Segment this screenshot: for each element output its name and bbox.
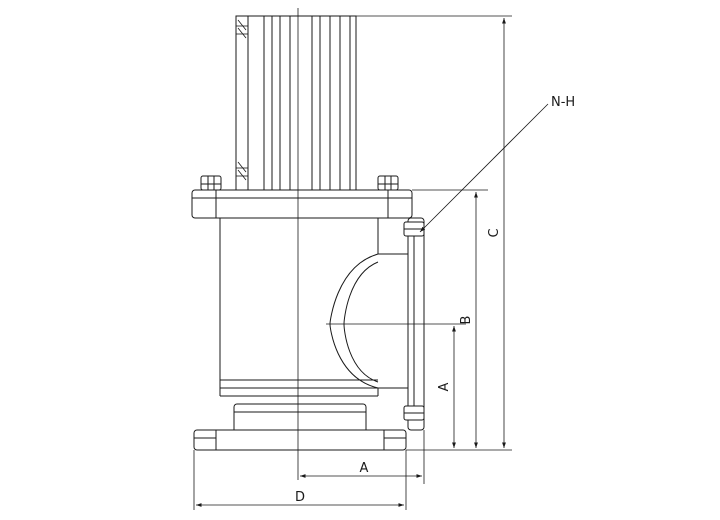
label-a-horizontal: A bbox=[360, 461, 369, 476]
extension-lines bbox=[193, 15, 512, 510]
bottom-flange bbox=[193, 429, 407, 451]
label-a-vertical: A bbox=[437, 382, 452, 391]
label-b: B bbox=[459, 316, 474, 325]
label-nh: N-H bbox=[551, 95, 575, 110]
bolt-right bbox=[377, 175, 399, 191]
bolt-left bbox=[200, 175, 222, 191]
label-c: C bbox=[487, 228, 502, 237]
actuator-cylinder bbox=[235, 15, 357, 191]
top-flange bbox=[191, 189, 413, 219]
nh-leader-line bbox=[419, 103, 549, 233]
label-d: D bbox=[295, 490, 305, 505]
valve-body bbox=[219, 218, 408, 397]
